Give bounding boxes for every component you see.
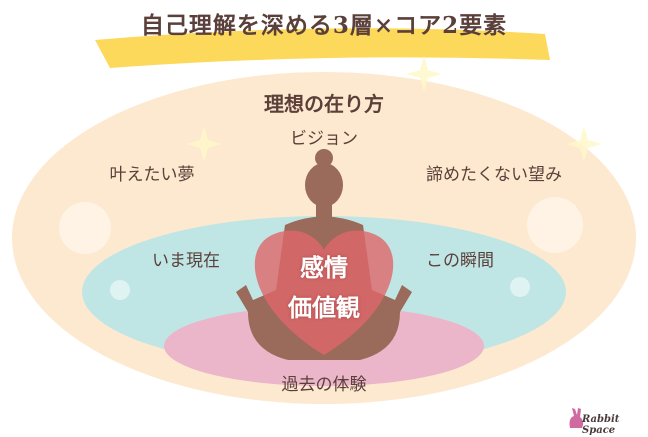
outer-item-vision: ビジョン: [290, 129, 358, 149]
brand-logo: Rabbit Space: [582, 414, 620, 436]
outer-item-wish: 諦めたくない望み: [426, 165, 562, 185]
middle-item-now: いま現在: [152, 251, 220, 271]
bubble: [110, 280, 130, 300]
page-title: 自己理解を深める3層×コア2要素: [140, 12, 508, 39]
middle-item-moment: この瞬間: [426, 251, 494, 271]
heart-icon: [254, 230, 394, 355]
core-values: 価値観: [288, 293, 360, 322]
outer-item-dream: 叶えたい夢: [109, 165, 195, 185]
outer-heading: 理想の在り方: [264, 92, 384, 116]
core-emotion: 感情: [300, 253, 348, 282]
bubble: [527, 197, 583, 253]
title-highlight: [95, 28, 550, 68]
bubble: [59, 202, 111, 254]
bubble: [510, 277, 530, 297]
sparkle-icons: [186, 56, 602, 162]
inner-label: 過去の体験: [281, 375, 367, 395]
